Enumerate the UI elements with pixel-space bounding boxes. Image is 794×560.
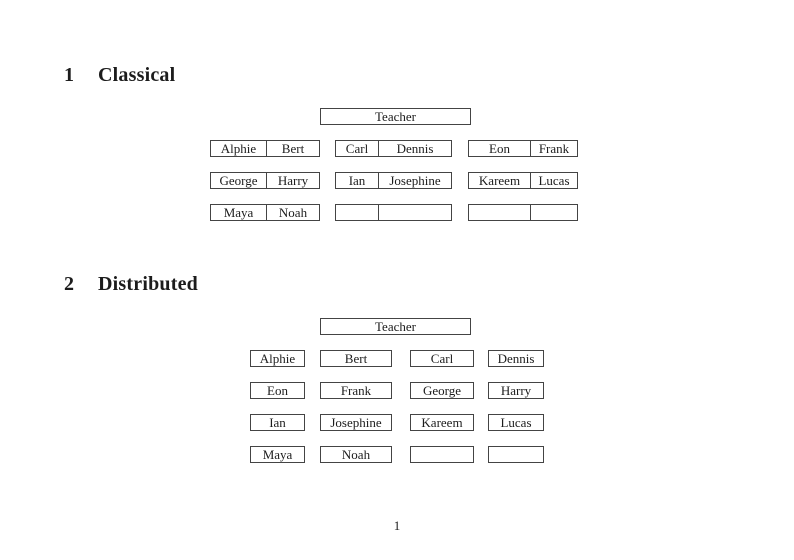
classical-seat-carl: Carl bbox=[336, 141, 379, 156]
classical-seat-empty-2 bbox=[379, 205, 451, 220]
distributed-seat-eon: Eon bbox=[250, 382, 305, 399]
distributed-seat-noah: Noah bbox=[320, 446, 392, 463]
distributed-seat-bert: Bert bbox=[320, 350, 392, 367]
section-heading-classical: 1 Classical bbox=[64, 64, 175, 86]
distributed-seat-george: George bbox=[410, 382, 474, 399]
section-number-distributed: 2 bbox=[64, 273, 75, 295]
section-title-distributed: Distributed bbox=[98, 273, 198, 295]
section-title-classical: Classical bbox=[98, 64, 176, 86]
classical-desk-7: Maya Noah bbox=[210, 204, 320, 221]
distributed-seat-carl: Carl bbox=[410, 350, 474, 367]
classical-seat-empty-3 bbox=[469, 205, 531, 220]
classical-desk-5: Ian Josephine bbox=[335, 172, 452, 189]
distributed-seat-frank: Frank bbox=[320, 382, 392, 399]
classical-desk-9-empty bbox=[468, 204, 578, 221]
classical-desk-1: Alphie Bert bbox=[210, 140, 320, 157]
classical-desk-8-empty bbox=[335, 204, 452, 221]
distributed-seat-maya: Maya bbox=[250, 446, 305, 463]
classical-seat-empty-1 bbox=[336, 205, 379, 220]
classical-seat-lucas: Lucas bbox=[538, 173, 570, 188]
distributed-seat-empty-1 bbox=[410, 446, 474, 463]
classical-teacher-box: Teacher bbox=[320, 108, 471, 125]
distributed-seat-alphie: Alphie bbox=[250, 350, 305, 367]
classical-seat-alphie: Alphie bbox=[211, 141, 267, 156]
classical-seat-harry: Harry bbox=[277, 173, 309, 188]
classical-seat-eon: Eon bbox=[469, 141, 531, 156]
classical-desk-2: Carl Dennis bbox=[335, 140, 452, 157]
classical-desk-6: Kareem Lucas bbox=[468, 172, 578, 189]
distributed-seat-dennis: Dennis bbox=[488, 350, 544, 367]
section-number-classical: 1 bbox=[64, 64, 75, 86]
classical-seat-ian: Ian bbox=[336, 173, 379, 188]
classical-seat-empty-4 bbox=[531, 205, 577, 220]
distributed-seat-lucas: Lucas bbox=[488, 414, 544, 431]
distributed-seat-ian: Ian bbox=[250, 414, 305, 431]
classical-seat-dennis: Dennis bbox=[396, 141, 434, 156]
classical-desk-4: George Harry bbox=[210, 172, 320, 189]
classical-seat-george: George bbox=[211, 173, 267, 188]
classical-seat-noah: Noah bbox=[278, 205, 308, 220]
classical-seat-josephine: Josephine bbox=[389, 173, 441, 188]
distributed-teacher-box: Teacher bbox=[320, 318, 471, 335]
classical-desk-3: Eon Frank bbox=[468, 140, 578, 157]
classical-seat-frank: Frank bbox=[538, 141, 570, 156]
page-number: 1 bbox=[393, 518, 401, 533]
distributed-seat-josephine: Josephine bbox=[320, 414, 392, 431]
distributed-seat-empty-2 bbox=[488, 446, 544, 463]
classical-seat-kareem: Kareem bbox=[469, 173, 531, 188]
distributed-seat-harry: Harry bbox=[488, 382, 544, 399]
section-heading-distributed: 2 Distributed bbox=[64, 273, 198, 295]
distributed-seat-kareem: Kareem bbox=[410, 414, 474, 431]
classical-seat-bert: Bert bbox=[281, 141, 305, 156]
classical-seat-maya: Maya bbox=[211, 205, 267, 220]
